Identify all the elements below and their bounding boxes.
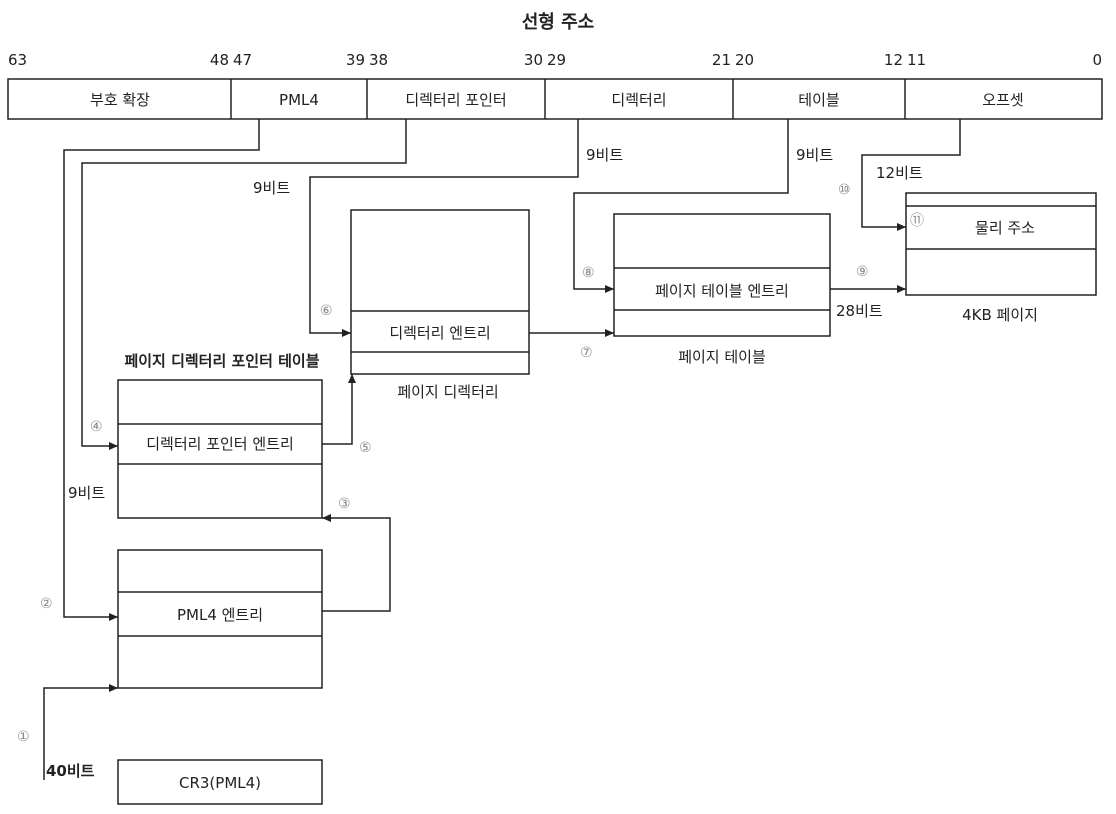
pt-entry-label: 페이지 테이블 엔트리 [655, 282, 789, 300]
pd-index-arrow [309, 119, 579, 337]
step-6-marker: ⑥ [320, 303, 333, 319]
step-9-marker: ⑨ [856, 264, 869, 280]
offset-arrow [861, 119, 961, 231]
bit-0: 0 [1092, 51, 1102, 69]
step-1-marker: ① [17, 729, 30, 745]
step-5-marker: ⑤ [359, 440, 372, 456]
step-7-marker: ⑦ [580, 345, 593, 361]
pdpt-entry-label: 디렉터리 포인터 엔트리 [146, 435, 294, 453]
page-table-box [613, 213, 831, 337]
page-directory-box [350, 209, 530, 375]
step-10-marker: ⑩ [838, 182, 851, 198]
field-pml4: PML4 [279, 91, 319, 109]
pdpt-bit-width: 9비트 [253, 179, 290, 197]
bit-29: 29 [547, 51, 566, 69]
cr3-register-box [117, 759, 323, 805]
step-11-marker: ⑪ [910, 213, 924, 229]
pdpt-index-arrow [81, 119, 407, 450]
pt-title: 페이지 테이블 [678, 348, 766, 366]
linear-address-bar [7, 78, 1103, 120]
bit-63: 63 [8, 51, 27, 69]
bit-39: 39 [346, 51, 365, 69]
pdpt-to-pd-arrow [322, 374, 356, 445]
step-3-marker: ③ [338, 496, 351, 512]
4kb-page-box [905, 192, 1097, 296]
field-directory: 디렉터리 [611, 91, 666, 109]
pml4-to-pdpt-arrow [322, 514, 391, 612]
pt-bit-width: 9비트 [796, 146, 833, 164]
field-table: 테이블 [798, 91, 839, 109]
step-2-marker: ② [40, 596, 53, 612]
diagram-title: 선형 주소 [522, 12, 595, 33]
pd-bit-width: 9비트 [586, 146, 623, 164]
bit-11: 11 [907, 51, 926, 69]
cr3-to-pml4-arrow [43, 684, 118, 780]
field-directory-pointer: 디렉터리 포인터 [405, 91, 506, 109]
bit-21: 21 [712, 51, 731, 69]
pt-index-arrow [573, 119, 789, 293]
field-offset: 오프셋 [982, 91, 1023, 109]
bit-20: 20 [735, 51, 754, 69]
pml4-table-box [117, 549, 323, 689]
cr3-label: CR3(PML4) [179, 774, 261, 792]
bit-38: 38 [369, 51, 388, 69]
page-title: 4KB 페이지 [962, 306, 1038, 324]
step-8-marker: ⑧ [582, 265, 595, 281]
pml4-entry-label: PML4 엔트리 [177, 606, 263, 624]
pml4-bit-width: 9비트 [68, 484, 105, 502]
pml4-index-arrow [63, 119, 260, 621]
pd-entry-label: 디렉터리 엔트리 [389, 324, 490, 342]
pdpt-box [117, 379, 323, 519]
bit-47: 47 [233, 51, 252, 69]
offset-bit-width: 12비트 [876, 164, 923, 182]
bit-30: 30 [524, 51, 543, 69]
pd-title: 페이지 디렉터리 [397, 383, 498, 401]
bit-12: 12 [884, 51, 903, 69]
cr3-bit-width: 40비트 [46, 762, 95, 780]
bit-48: 48 [210, 51, 229, 69]
step-4-marker: ④ [90, 419, 103, 435]
page-base-bit-width: 28비트 [836, 302, 883, 320]
physical-address-label: 물리 주소 [975, 219, 1035, 237]
field-sign-extension: 부호 확장 [90, 91, 150, 109]
pdpt-title: 페이지 디렉터리 포인터 테이블 [124, 352, 319, 370]
